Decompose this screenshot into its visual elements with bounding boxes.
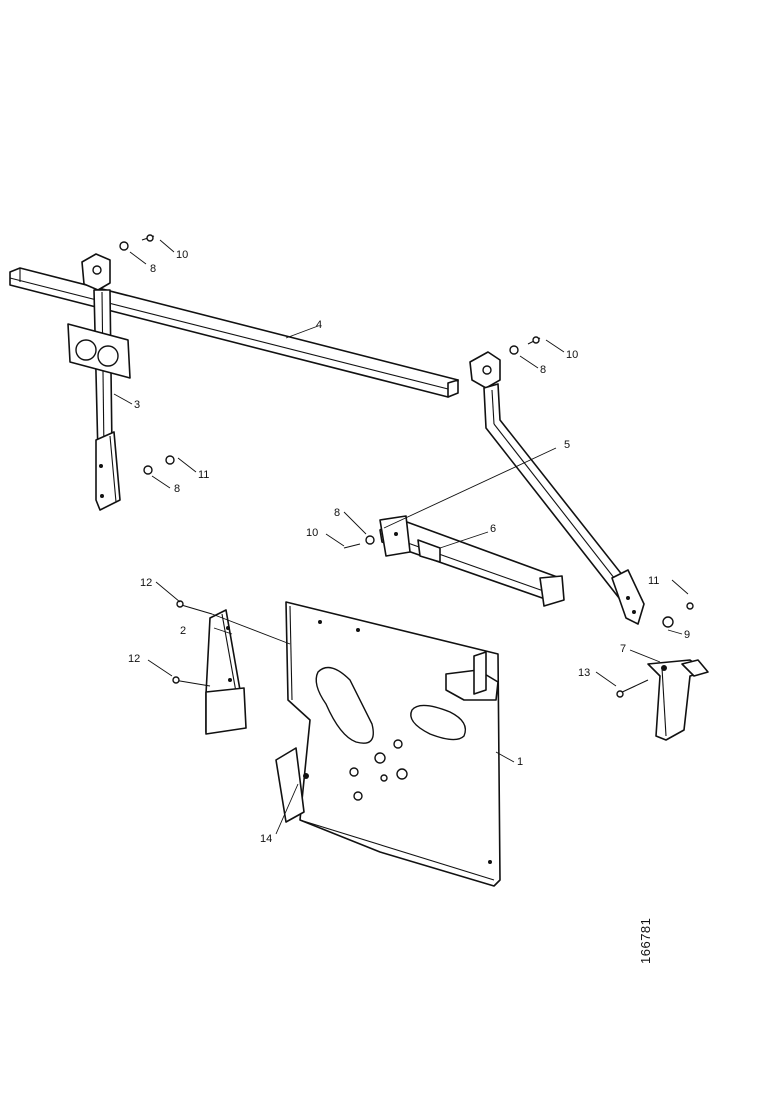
callout-4: 4 (316, 319, 322, 331)
callout-1: 1 (517, 756, 523, 768)
callout-10-upper-right: 10 (566, 349, 578, 361)
drawing-reference-number: 166781 (638, 918, 653, 964)
callouts: 1 2 3 4 5 6 7 8 8 8 8 9 10 10 10 11 11 1… (128, 249, 690, 845)
callout-8-center: 8 (334, 507, 340, 519)
small-bracket-part-2 (205, 609, 247, 735)
small-bracket-part-7 (647, 659, 709, 741)
callout-9: 9 (684, 629, 690, 641)
diagonal-bracket-part-5 (469, 351, 645, 625)
cross-beam-part-4 (9, 267, 459, 398)
callout-2: 2 (180, 625, 186, 637)
callout-12-upper: 12 (140, 577, 152, 589)
callout-10-upper-left: 10 (176, 249, 188, 261)
callout-10-center: 10 (306, 527, 318, 539)
callout-12-lower: 12 (128, 653, 140, 665)
callout-11-right: 11 (648, 575, 659, 587)
callout-7: 7 (620, 643, 626, 655)
callout-8-upper-right: 8 (540, 364, 546, 376)
callout-8-upper-left: 8 (150, 263, 156, 275)
fasteners (119, 234, 694, 698)
callout-5: 5 (564, 439, 570, 451)
callout-3: 3 (134, 399, 140, 411)
callout-11-left: 11 (198, 469, 209, 481)
left-vertical-bracket-part-3 (67, 253, 131, 511)
leader-lines (113, 239, 689, 835)
support-bar-part-6 (379, 515, 565, 607)
callout-13: 13 (578, 667, 590, 679)
callout-8-left: 8 (174, 483, 180, 495)
callout-6: 6 (490, 523, 496, 535)
callout-14: 14 (260, 833, 272, 845)
mounting-plate-part-1 (275, 601, 501, 887)
